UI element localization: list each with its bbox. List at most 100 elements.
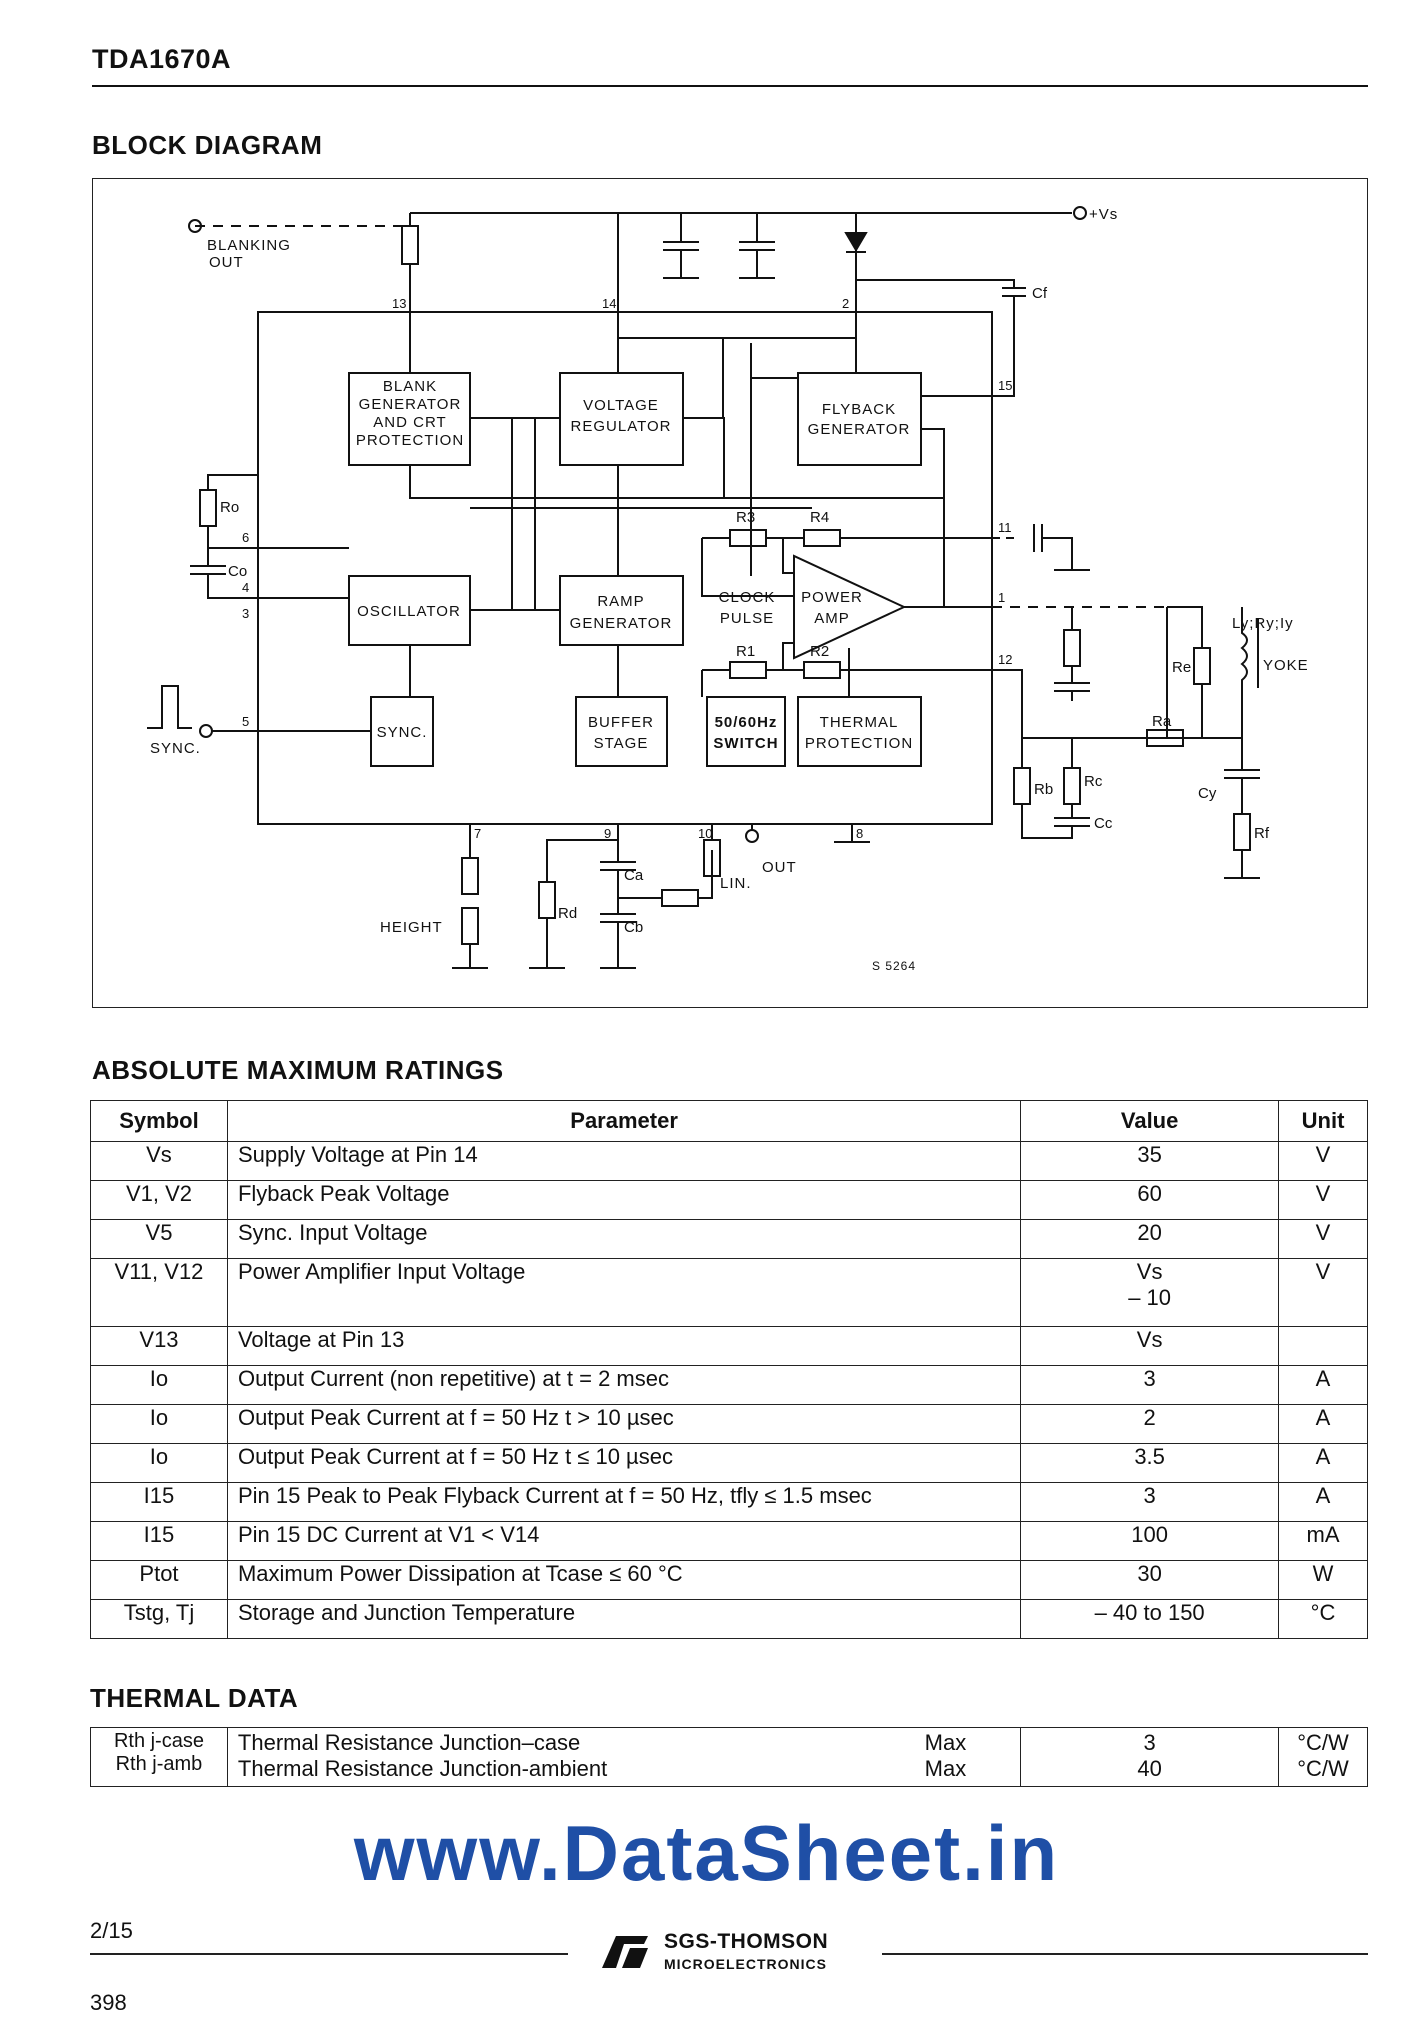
cell-value: 3.5	[1020, 1443, 1280, 1483]
cell-unit: mA	[1278, 1521, 1368, 1561]
cell-symbol: V5	[90, 1219, 228, 1259]
cell-symbol: Ptot	[90, 1560, 228, 1600]
block-ramp-generator	[559, 575, 684, 646]
block-switch	[706, 696, 786, 767]
cell-symbol: Io	[90, 1443, 228, 1483]
voltage-line-2: REGULATOR	[571, 418, 672, 435]
thermal-unit-2: °C/W	[1297, 1756, 1349, 1781]
cell-unit: A	[1278, 1404, 1368, 1444]
label-rd: Rd	[558, 905, 577, 922]
cell-parameter: Thermal Resistance Junction–case Max The…	[226, 1727, 1022, 1787]
cell-parameter: Output Current (non repetitive) at t = 2…	[226, 1365, 1022, 1405]
block-diagram: BLANK GENERATOR AND CRT PROTECTION VOLTA…	[147, 206, 1308, 973]
table-row: V11, V12 Power Amplifier Input Voltage V…	[90, 1258, 1368, 1327]
pin-11: 11	[998, 520, 1012, 535]
table-row: Io Output Current (non repetitive) at t …	[90, 1365, 1368, 1405]
abs-max-heading: ABSOLUTE MAXIMUM RATINGS	[92, 1055, 504, 1085]
label-co: Co	[228, 563, 247, 580]
cell-parameter: Output Peak Current at f = 50 Hz t ≤ 10 …	[226, 1443, 1022, 1483]
col-unit: Unit	[1278, 1100, 1368, 1142]
cell-parameter: Voltage at Pin 13	[226, 1326, 1022, 1366]
cell-unit: °C	[1278, 1599, 1368, 1639]
abs-max-header-row: Symbol Parameter Value Unit	[90, 1100, 1368, 1142]
cell-unit: A	[1278, 1482, 1368, 1522]
label-ro: Ro	[220, 499, 239, 516]
pin-9: 9	[604, 826, 611, 841]
thermal-unit-1: °C/W	[1297, 1730, 1349, 1755]
label-cy: Cy	[1198, 785, 1217, 802]
pin-12: 12	[998, 652, 1012, 667]
cell-parameter: Pin 15 DC Current at V1 < V14	[226, 1521, 1022, 1561]
power-amp-line-2: AMP	[814, 610, 850, 627]
thermal-line-1: THERMAL	[820, 714, 899, 731]
table-row: V1, V2 Flyback Peak Voltage 60 V	[90, 1180, 1368, 1220]
flyback-line-2: GENERATOR	[808, 421, 911, 438]
cell-unit: V	[1278, 1258, 1368, 1327]
cell-parameter: Power Amplifier Input Voltage	[226, 1258, 1022, 1327]
cell-value: 30	[1020, 1560, 1280, 1600]
table-row: I15 Pin 15 Peak to Peak Flyback Current …	[90, 1482, 1368, 1522]
flyback-line-1: FLYBACK	[822, 401, 896, 418]
cell-symbol: Rth j-case Rth j-amb	[90, 1727, 228, 1787]
label-r4: R4	[810, 509, 829, 526]
cell-unit: A	[1278, 1443, 1368, 1483]
st-logo-icon	[602, 1936, 648, 1968]
label-ra: Ra	[1152, 713, 1172, 730]
ly-label: Ly;Ry;Iy	[1232, 615, 1294, 632]
watermark-link[interactable]: www.DataSheet.in	[353, 1809, 1060, 1897]
cell-value: 3 40	[1020, 1727, 1279, 1787]
cell-parameter: Output Peak Current at f = 50 Hz t > 10 …	[226, 1404, 1022, 1444]
cell-value: 3	[1020, 1482, 1280, 1522]
col-parameter: Parameter	[226, 1100, 1022, 1142]
thermal-param-1-line: Thermal Resistance Junction–case Max	[238, 1730, 1010, 1756]
block-flyback-generator	[797, 372, 922, 466]
cell-unit: V	[1278, 1180, 1368, 1220]
label-r2: R2	[810, 643, 829, 660]
cell-value: 100	[1020, 1521, 1280, 1561]
cell-symbol: V11, V12	[90, 1258, 228, 1327]
cell-value: 60	[1020, 1180, 1280, 1220]
cell-parameter: Pin 15 Peak to Peak Flyback Current at f…	[226, 1482, 1022, 1522]
blank-line-4: PROTECTION	[356, 432, 464, 449]
page-number: 398	[90, 1990, 127, 2015]
cell-value: 3	[1020, 1365, 1280, 1405]
pin-7: 7	[474, 826, 481, 841]
abs-max-table: Symbol Parameter Value Unit Vs Supply Vo…	[90, 1100, 1368, 1639]
page-fraction: 2/15	[90, 1918, 133, 1943]
buffer-line-1: BUFFER	[588, 714, 654, 731]
pin-15: 15	[998, 378, 1012, 393]
cell-symbol: Vs	[90, 1141, 228, 1181]
cell-symbol: I15	[90, 1482, 228, 1522]
col-value: Value	[1020, 1100, 1280, 1142]
blank-line-2: GENERATOR	[359, 396, 462, 413]
header-rule	[92, 85, 1368, 87]
thermal-param-2-line: Thermal Resistance Junction-ambient Max	[238, 1756, 1010, 1782]
thermal-qual-2: Max	[924, 1756, 967, 1781]
blank-line-1: BLANK	[383, 378, 437, 395]
voltage-line-1: VOLTAGE	[583, 397, 659, 414]
cell-unit	[1278, 1326, 1368, 1366]
table-row: V5 Sync. Input Voltage 20 V	[90, 1219, 1368, 1259]
brand-sub: MICROELECTRONICS	[664, 1956, 827, 1972]
label-cc: Cc	[1094, 815, 1113, 832]
height-label: HEIGHT	[380, 919, 443, 936]
value-line-1: Vs	[1136, 1259, 1163, 1284]
pin-4: 4	[242, 580, 249, 595]
pin-8: 8	[856, 826, 863, 841]
block-diagram-heading: BLOCK DIAGRAM	[92, 130, 323, 160]
thermal-param-1: Thermal Resistance Junction–case	[237, 1730, 581, 1755]
block-buffer-stage	[575, 696, 668, 767]
cell-parameter: Flyback Peak Voltage	[226, 1180, 1022, 1220]
cell-unit: V	[1278, 1219, 1368, 1259]
ramp-line-2: GENERATOR	[570, 615, 673, 632]
thermal-value-2: 40	[1137, 1756, 1162, 1781]
table-row: I15 Pin 15 DC Current at V1 < V14 100 mA	[90, 1521, 1368, 1561]
clock-pulse-line-2: PULSE	[720, 610, 774, 627]
ic-outline	[257, 311, 993, 825]
cell-value: – 40 to 150	[1020, 1599, 1280, 1639]
label-r1: R1	[736, 643, 755, 660]
buffer-line-2: STAGE	[594, 735, 649, 752]
ramp-line-1: RAMP	[597, 593, 644, 610]
thermal-value-1: 3	[1143, 1730, 1156, 1755]
thermal-symbol-1: Rth j-case	[113, 1730, 204, 1752]
